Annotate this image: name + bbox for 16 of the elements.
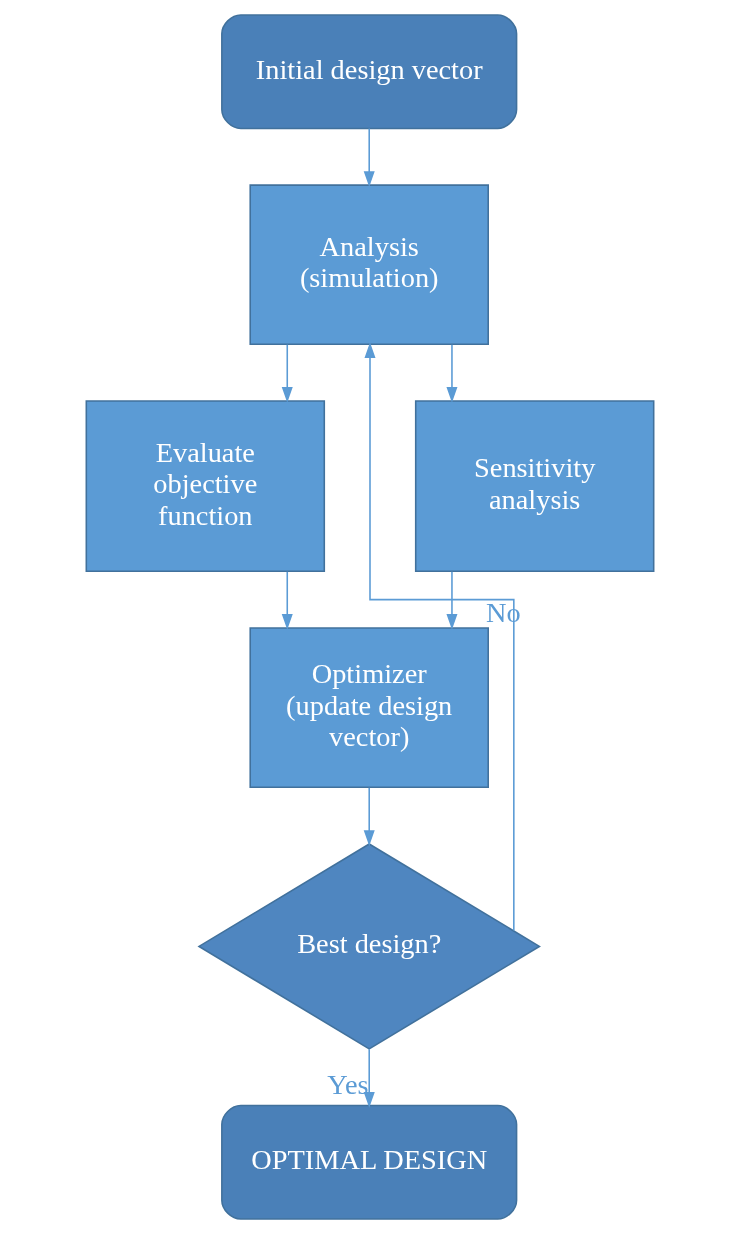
arrow: [281, 343, 293, 403]
node-box: Sensitivity analysis: [414, 400, 655, 573]
arrow: [446, 571, 458, 630]
arrow: [363, 1048, 375, 1108]
arrow: [363, 127, 375, 188]
node-box: Evaluate objective function: [85, 400, 326, 573]
arrow: [446, 343, 458, 403]
node-diamond: Best design?: [197, 843, 541, 1050]
arrow: [281, 571, 293, 630]
node-box: Optimizer (update design vector): [249, 627, 489, 788]
arrow: [363, 787, 375, 846]
node-box: OPTIMAL DESIGN: [221, 1104, 518, 1220]
edge-label: Yes: [327, 1068, 369, 1100]
node-box: Analysis (simulation): [249, 184, 489, 346]
arrow: [364, 342, 515, 932]
node-box: Initial design vector: [221, 14, 518, 130]
